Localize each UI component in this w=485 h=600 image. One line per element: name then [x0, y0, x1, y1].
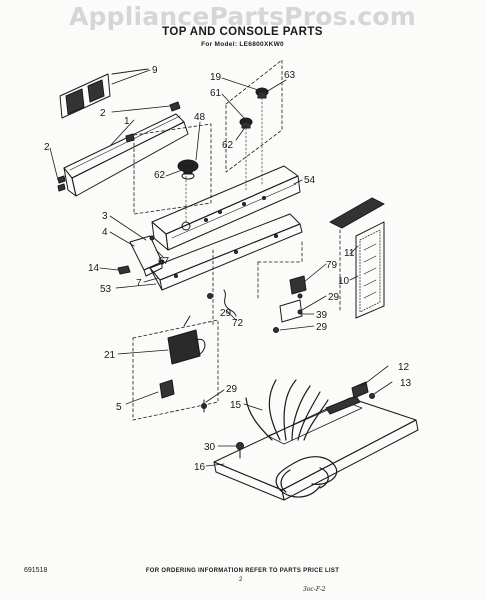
part-label: 61 [210, 88, 222, 99]
console-rail-53 [149, 213, 303, 291]
part-label: 19 [210, 72, 222, 83]
console-panel-9 [59, 68, 149, 119]
timer-knob-48 [177, 159, 199, 180]
group-box-61 [225, 59, 283, 173]
part-label: 21 [104, 350, 116, 361]
part-label: 48 [194, 112, 206, 123]
screw-30 [236, 442, 244, 459]
wiring-harness-15 [245, 379, 338, 498]
part-label: 10 [338, 276, 350, 287]
part-label: 5 [116, 402, 122, 413]
knob-assembly-61 [239, 87, 269, 129]
part-label: 11 [344, 248, 355, 259]
part-label: 53 [100, 284, 112, 295]
wire-72 [207, 289, 237, 317]
page-number: 2 [239, 577, 243, 583]
switch-79 [273, 275, 307, 333]
timer-motor-21 [167, 315, 206, 365]
part-label: 9 [152, 65, 158, 76]
group-boxes [132, 59, 303, 421]
diagram-title: TOP AND CONSOLE PARTS [162, 26, 323, 38]
part-label: 63 [284, 70, 296, 81]
part-label: 4 [102, 227, 108, 238]
clip-14 [117, 265, 131, 275]
part-label: 72 [232, 318, 244, 329]
end-panel-11 [329, 197, 385, 319]
part-label: 62 [222, 140, 234, 151]
console-body-54 [151, 97, 301, 251]
watermark: AppliancePartsPros.com [68, 2, 417, 31]
part-label: 67 [158, 256, 170, 267]
leader-lines [49, 69, 393, 467]
part-label: 54 [304, 175, 316, 186]
model-subtitle: For Model: LE6800XKW0 [201, 41, 284, 48]
part-label: 29 [226, 384, 238, 395]
revision-mark: 3oc-F-2 [303, 586, 326, 593]
part-label: 29 [220, 308, 232, 319]
part-label: 2 [44, 142, 50, 153]
part-label: 29 [328, 292, 340, 303]
part-label: 12 [398, 362, 410, 373]
part-label: 29 [316, 322, 328, 333]
bracket-12 [351, 381, 375, 399]
part-label: 13 [400, 378, 412, 389]
part-label: 15 [230, 400, 242, 411]
part-label: 79 [326, 260, 338, 271]
part-label: 1 [124, 116, 130, 127]
part-label: 16 [194, 462, 206, 473]
ordering-note: FOR ORDERING INFORMATION REFER TO PARTS … [145, 568, 340, 574]
part-label: 2 [100, 108, 106, 119]
screws-2 [57, 101, 181, 192]
part-label: 62 [154, 170, 166, 181]
group-box-21 [132, 319, 219, 421]
group-box-48 [133, 123, 212, 215]
part-label: 30 [204, 442, 216, 453]
part-labels: 9 2 1 2 48 62 19 61 63 62 54 3 4 67 14 7… [44, 65, 412, 473]
part-label: 3 [102, 211, 108, 222]
document-number: 691518 [24, 567, 48, 574]
connector-5 [159, 379, 175, 399]
part-label: 7 [136, 278, 142, 289]
part-label: 39 [316, 310, 328, 321]
console-back-panel-1 [63, 113, 189, 197]
part-label: 14 [88, 263, 100, 274]
